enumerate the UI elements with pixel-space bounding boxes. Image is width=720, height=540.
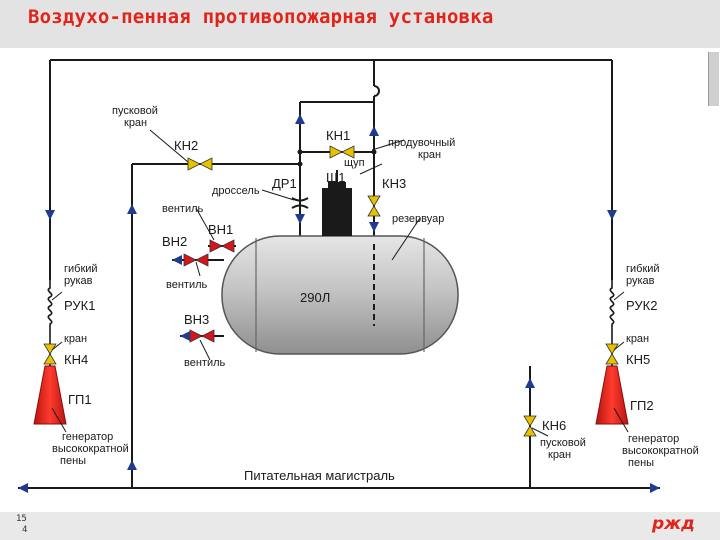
valve-kn2 xyxy=(187,157,213,171)
label-sch1: Щ1 xyxy=(326,170,345,185)
label-probe: щуп xyxy=(344,157,365,169)
label-gen-left-2: высокократной xyxy=(52,443,129,455)
label-vn3: ВН3 xyxy=(184,312,209,327)
label-kn1: КН1 xyxy=(326,128,350,143)
page-number-line-1: 15 xyxy=(16,514,27,524)
page-number: 15 4 xyxy=(16,514,27,536)
valve-kn5 xyxy=(605,343,619,365)
label-kn4: КН4 xyxy=(64,352,88,367)
label-hose-right-1: гибкий xyxy=(626,263,660,275)
rzd-logo: ржд xyxy=(652,514,695,534)
label-valve-right: кран xyxy=(626,333,649,345)
foam-generator-gp2 xyxy=(595,365,629,425)
foam-installation-diagram: пусковой кран КН2 КН1 продувочный кран щ… xyxy=(18,59,699,493)
label-gp2: ГП2 xyxy=(630,398,654,413)
label-throttle: дроссель xyxy=(212,185,260,197)
foam-generator-gp1 xyxy=(33,365,67,425)
valve-vn1 xyxy=(209,239,235,253)
label-gen-right-3: пены xyxy=(628,457,654,469)
probe-block xyxy=(322,188,352,236)
joint-dots xyxy=(297,149,377,167)
label-valve-bottom: вентиль xyxy=(184,357,226,369)
label-gp1: ГП1 xyxy=(68,392,92,407)
label-gen-left-3: пены xyxy=(60,455,86,467)
label-gen-right-2: высокократной xyxy=(622,445,699,457)
label-start-valve-bottom-2: кран xyxy=(548,449,571,461)
reservoir-tank xyxy=(221,235,459,355)
valve-kn6 xyxy=(523,415,537,437)
label-kn6: КН6 xyxy=(542,418,566,433)
label-start-valve-bottom-1: пусковой xyxy=(540,437,586,449)
page-number-line-2: 4 xyxy=(22,525,28,535)
label-start-valve-2: кран xyxy=(124,117,147,129)
label-hose-right-2: рукав xyxy=(626,275,655,287)
title-bar xyxy=(0,0,720,48)
valve-kn3 xyxy=(367,195,381,217)
flow-arrows xyxy=(18,114,660,493)
label-volume: 290Л xyxy=(300,290,330,305)
label-gen-left-1: генератор xyxy=(62,431,113,443)
valve-kn4 xyxy=(43,343,57,365)
valve-kn1 xyxy=(329,145,355,159)
side-scroll-strip xyxy=(708,52,719,106)
label-valve-top: вентиль xyxy=(162,203,204,215)
label-kn5: КН5 xyxy=(626,352,650,367)
valve-vn3 xyxy=(189,329,215,343)
valve-vn2 xyxy=(183,253,209,267)
label-start-valve-1: пусковой xyxy=(112,105,158,117)
label-kn3: КН3 xyxy=(382,176,406,191)
label-hose-left-1: гибкий xyxy=(64,263,98,275)
label-vn2: ВН2 xyxy=(162,234,187,249)
label-reservoir: резервуар xyxy=(392,213,444,225)
slide-title: Воздухо-пенная противопожарная установка xyxy=(28,6,494,28)
label-purge-valve-2: кран xyxy=(418,149,441,161)
label-purge-valve-1: продувочный xyxy=(388,137,455,149)
label-ruk2: РУК2 xyxy=(626,298,657,313)
footer-bar xyxy=(0,512,720,540)
throttle-symbol xyxy=(291,197,309,209)
leader-lines xyxy=(51,129,629,437)
label-main-line: Питательная магистраль xyxy=(244,468,395,483)
label-ruk1: РУК1 xyxy=(64,298,95,313)
label-gen-right-1: генератор xyxy=(628,433,679,445)
label-kn2: КН2 xyxy=(174,138,198,153)
label-vn1: ВН1 xyxy=(208,222,233,237)
label-valve-left: кран xyxy=(64,333,87,345)
probe-cap xyxy=(328,182,346,190)
label-hose-left-2: рукав xyxy=(64,275,93,287)
label-dr1: ДР1 xyxy=(272,176,297,191)
label-valve-mid: вентиль xyxy=(166,279,208,291)
